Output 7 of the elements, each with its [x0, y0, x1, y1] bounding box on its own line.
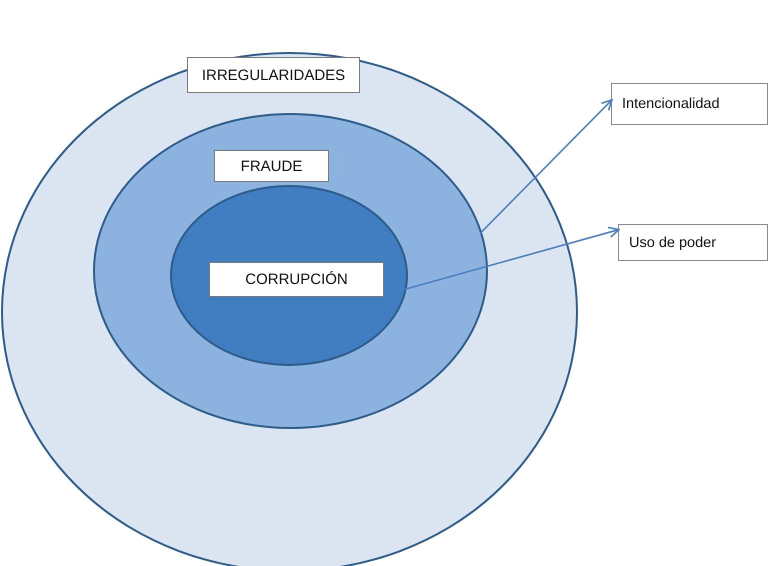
circle-label: CORRUPCIÓN	[209, 262, 384, 297]
arrow	[480, 99, 613, 234]
circle-label: FRAUDE	[214, 150, 329, 182]
circle-label: IRREGULARIDADES	[187, 57, 360, 93]
text-box: Intencionalidad	[611, 83, 768, 125]
text-box: Uso de poder	[618, 224, 768, 261]
arrow	[404, 226, 620, 290]
